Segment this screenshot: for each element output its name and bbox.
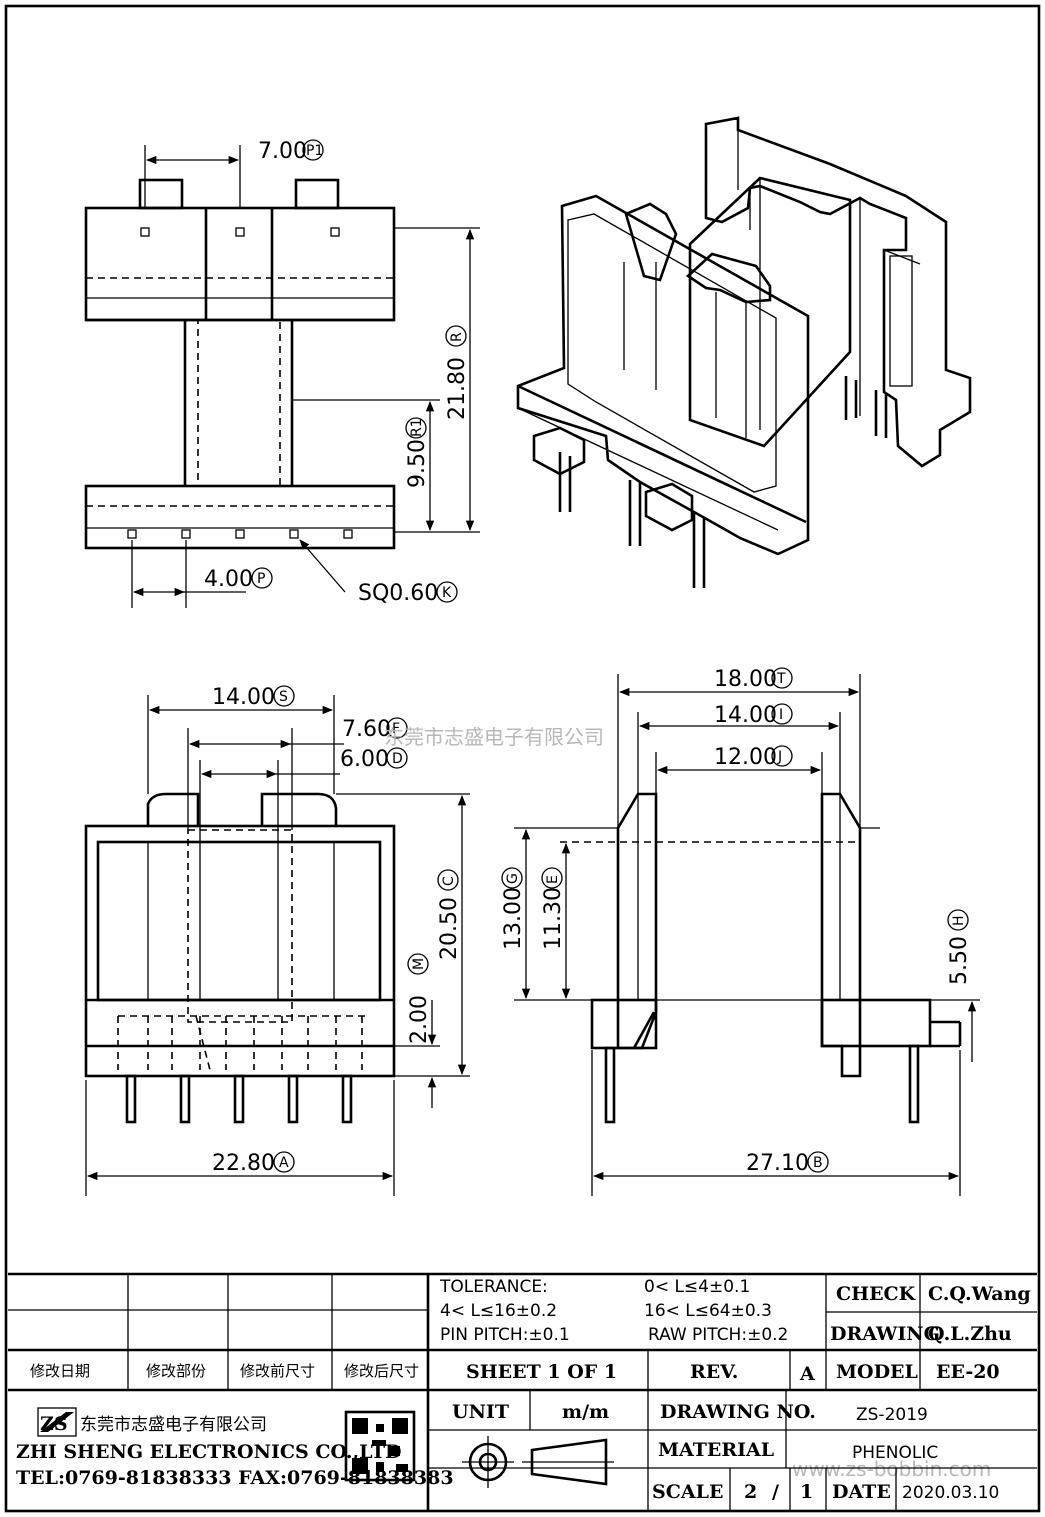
mark-width-j: J — [777, 749, 782, 765]
sheet-border — [4, 4, 1041, 1513]
company-logo-text: ZS — [40, 1413, 68, 1435]
watermark-company: 东莞市志盛电子有限公司 — [384, 725, 604, 749]
dim-pin-pitch-top: 7.00 — [258, 139, 307, 164]
check-label: CHECK — [836, 1283, 917, 1305]
tolerance-2: 4< L≤16±0.2 — [440, 1301, 557, 1321]
rev-header-before: 修改前尺寸 — [240, 1362, 315, 1380]
mark-height-e: E — [545, 875, 561, 884]
dim-width-s: 14.00 — [212, 685, 275, 710]
mark-width-s: S — [279, 689, 288, 705]
drawing-no-value: ZS-2019 — [856, 1405, 928, 1425]
dim-width-b: 27.10 — [746, 1151, 809, 1176]
drawing-no-label: DRAWING NO. — [660, 1401, 816, 1423]
dim-width-i: 14.00 — [714, 703, 777, 728]
material-label: MATERIAL — [658, 1439, 774, 1461]
model-label: MODEL — [836, 1361, 918, 1383]
rev-value: A — [799, 1363, 815, 1385]
company-name-en: ZHI SHENG ELECTRONICS CO.,LTD — [16, 1441, 402, 1463]
dim-width-j: 12.00 — [714, 745, 777, 770]
isometric-view — [516, 116, 972, 588]
mark-pin-pitch-top: P1 — [306, 143, 323, 159]
date-value: 2020.03.10 — [902, 1483, 999, 1503]
dim-width-f: 7.60 — [342, 717, 391, 742]
scale-den: 1 — [800, 1481, 813, 1503]
dim-pin-square: SQ0.60 — [358, 581, 438, 606]
mark-width-i: I — [779, 707, 783, 723]
mark-width-t: T — [776, 671, 786, 687]
check-value: C.Q.Wang — [928, 1283, 1031, 1305]
tolerance-1: 0< L≤4±0.1 — [644, 1277, 750, 1297]
dim-width-d: 6.00 — [340, 747, 389, 772]
material-value: PHENOLIC — [852, 1443, 938, 1463]
front-view — [84, 695, 470, 1196]
date-label: DATE — [832, 1481, 891, 1503]
dim-height-c: 20.50 — [437, 897, 462, 960]
scale-sep: / — [772, 1481, 779, 1503]
top-view — [84, 145, 480, 608]
rev-header-date: 修改日期 — [30, 1362, 90, 1380]
mark-pin-pitch-bottom: P — [257, 571, 265, 587]
rev-label: REV. — [690, 1361, 738, 1383]
raw-pitch: RAW PITCH:±0.2 — [648, 1325, 788, 1345]
mark-width-d: D — [392, 751, 403, 767]
tolerance-3: 16< L≤64±0.3 — [644, 1301, 772, 1321]
unit-value: m/m — [562, 1401, 609, 1423]
dim-height-r: 21.80 — [445, 357, 470, 420]
mark-pin-square: K — [442, 585, 452, 601]
mark-height-g: G — [505, 873, 521, 884]
unit-label: UNIT — [452, 1401, 509, 1423]
dim-height-g: 13.00 — [501, 887, 526, 950]
rev-header-after: 修改后尺寸 — [344, 1362, 419, 1380]
dim-height-e: 11.30 — [541, 887, 566, 950]
tolerance-label: TOLERANCE: — [439, 1277, 548, 1297]
dim-width-a: 22.80 — [212, 1151, 275, 1176]
scale-num: 2 — [744, 1481, 757, 1503]
dim-pin-pitch-bottom: 4.00 — [204, 567, 253, 592]
mark-width-a: A — [279, 1155, 289, 1171]
dim-height-h: 5.50 — [947, 936, 972, 985]
pin-pitch: PIN PITCH:±0.1 — [440, 1325, 570, 1345]
rev-header-part: 修改部份 — [146, 1362, 206, 1380]
qr-code — [344, 1410, 416, 1482]
dim-height-m: 2.00 — [407, 995, 432, 1044]
watermark-website: www.zs-bobbin.com — [792, 1457, 991, 1481]
scale-label: SCALE — [652, 1481, 723, 1503]
dim-width-t: 18.00 — [714, 667, 777, 692]
company-name-cn: 东莞市志盛电子有限公司 — [80, 1415, 267, 1435]
mark-height-m: M — [411, 958, 427, 970]
dim-height-r1: 9.50 — [405, 439, 430, 488]
company-contact: TEL:0769-81838333 FAX:0769-81838383 — [16, 1467, 454, 1489]
side-view — [514, 674, 980, 1196]
drawing-label: DRAWING — [830, 1323, 940, 1345]
mark-height-r1: R1 — [409, 418, 425, 437]
model-value: EE-20 — [936, 1361, 1000, 1383]
title-block — [8, 1272, 1037, 1511]
mark-width-f: F — [392, 721, 400, 737]
mark-height-h: H — [951, 915, 967, 926]
sheet-label: SHEET 1 OF 1 — [466, 1361, 617, 1383]
mark-width-b: B — [813, 1155, 823, 1171]
drawing-value: Q.L.Zhu — [928, 1323, 1012, 1345]
mark-height-r: R — [449, 332, 465, 342]
mark-height-c: C — [441, 876, 457, 886]
